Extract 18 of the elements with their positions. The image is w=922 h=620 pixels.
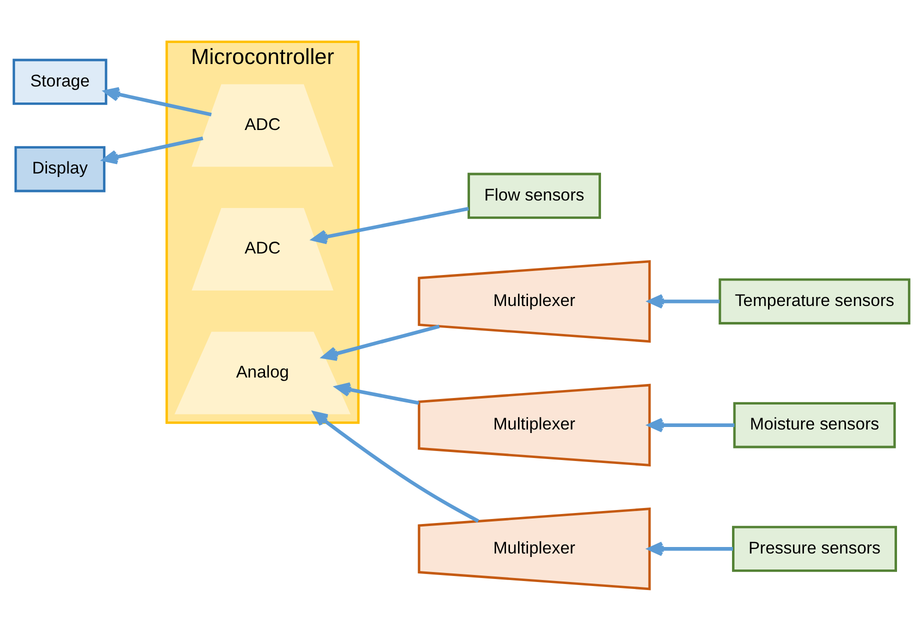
arrow (312, 206, 468, 244)
node-box: Moisture sensors (732, 402, 896, 448)
arrow (104, 86, 212, 116)
node-box: Multiplexer (417, 383, 650, 466)
node-box: Display (14, 146, 105, 192)
node-box: Multiplexer (417, 260, 650, 342)
arrow (322, 324, 440, 360)
node-box: Pressure sensors (732, 525, 897, 572)
node-box: Flow sensors (467, 172, 601, 218)
arrow (334, 382, 419, 404)
node-box: Storage (12, 58, 107, 104)
node-box: Temperature sensors (718, 278, 910, 324)
arrow (647, 541, 732, 556)
arrow (648, 417, 734, 432)
node-box: Multiplexer (417, 507, 650, 590)
arrow (312, 410, 479, 522)
arrow (648, 294, 720, 308)
arrow (102, 136, 203, 164)
